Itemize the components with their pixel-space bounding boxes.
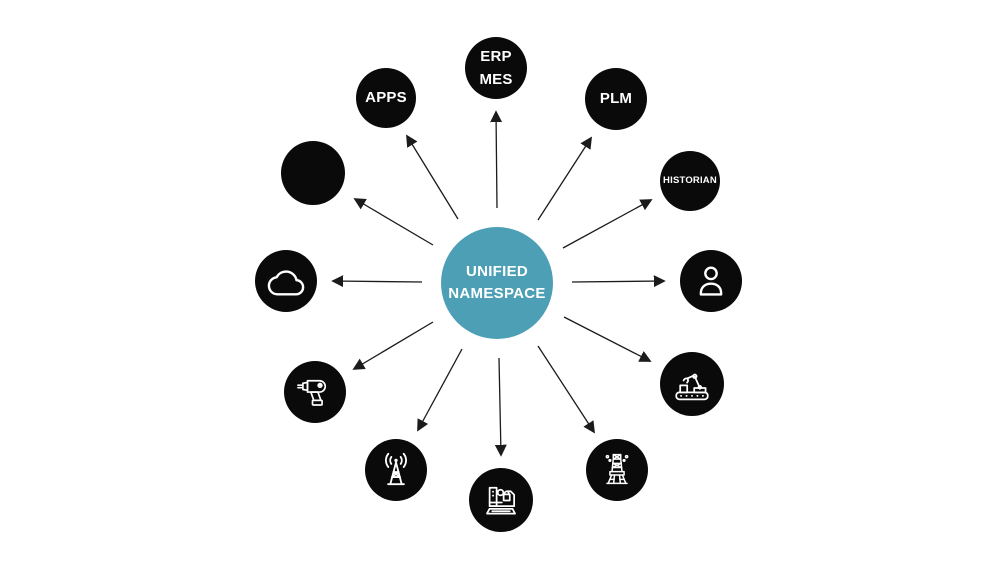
node-plm-label: PLM (599, 90, 633, 108)
node-power-drill (284, 361, 346, 423)
arrow-to-historian (562, 199, 653, 249)
hub-label: UNIFIED NAMESPACE (448, 262, 546, 303)
arrow-to-person (571, 275, 666, 288)
node-robot-cell (660, 352, 724, 416)
node-erp-mes-label: ERP MES (479, 47, 513, 88)
connected-rig-icon (605, 453, 629, 485)
node-erp-mes: ERP MES (465, 37, 527, 99)
robot-arm-conveyor-icon (675, 373, 709, 401)
node-apps-label: APPS (365, 89, 407, 107)
node-blank (281, 141, 345, 205)
power-drill-icon (297, 379, 326, 406)
arrow-to-robot-cell (563, 316, 652, 362)
arrow-to-drilling-rig (537, 345, 595, 434)
arrow-to-radio-tower (417, 348, 463, 432)
arrow-to-power-drill (352, 321, 434, 370)
arrow-to-cloud (331, 275, 423, 288)
arrow-to-plm (537, 136, 592, 221)
node-historian-label: HISTORIAN (663, 174, 717, 186)
arrow-to-erp-mes (490, 110, 503, 209)
node-person (680, 250, 742, 312)
node-cloud (255, 250, 317, 312)
node-plm: PLM (585, 68, 647, 130)
arrow-to-apps (406, 134, 459, 220)
lathe-machine-icon (486, 486, 516, 515)
person-icon (699, 266, 723, 296)
antenna-tower-icon (385, 452, 407, 486)
node-historian: HISTORIAN (660, 151, 720, 211)
arrow-to-blank-node (353, 198, 434, 246)
cloud-icon (267, 269, 305, 296)
node-cnc-lathe (469, 468, 533, 532)
node-drilling-rig (586, 439, 648, 501)
hub-unified-namespace: UNIFIED NAMESPACE (441, 227, 553, 339)
node-apps: APPS (356, 68, 416, 128)
node-radio-tower (365, 439, 427, 501)
arrow-to-cnc-lathe (494, 357, 507, 457)
